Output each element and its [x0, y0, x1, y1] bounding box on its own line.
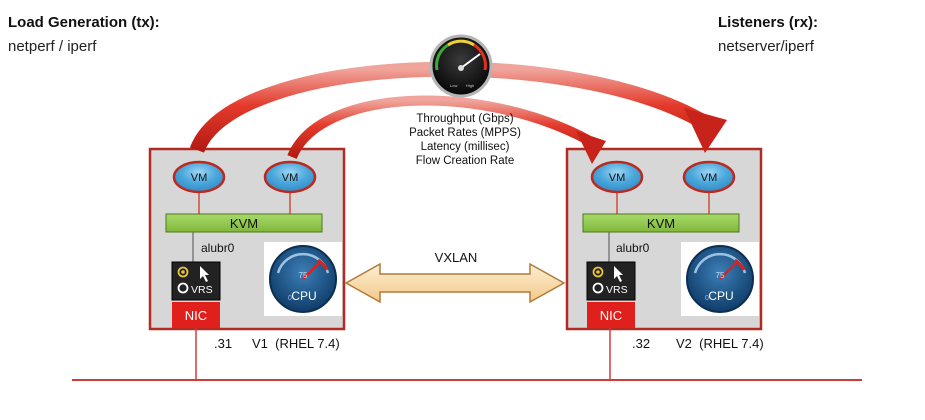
host-v1-vrs-label: VRS [191, 284, 213, 296]
host-v1-vm-1 [172, 160, 226, 194]
gauge-high-label: High [466, 83, 474, 88]
host-v2-vm-2 [682, 160, 736, 194]
host-v1-cpu-label: CPU [291, 289, 316, 303]
host-v1-vrs-switch: VRS [171, 261, 221, 301]
inner-flow-arrowhead [576, 131, 606, 164]
right-header-title: Listeners (rx): [718, 14, 819, 31]
host-v2-cpu-zero: 0 [705, 295, 709, 302]
speedometer-icon: Low High [429, 34, 493, 98]
host-v1-vm-2 [263, 160, 317, 194]
host-v2-vrs-switch: VRS [586, 261, 636, 301]
host-v2-vm-1-label: VM [609, 172, 626, 184]
host-v1-cpu-value: 75 [299, 271, 308, 280]
host-v2-cpu-label: CPU [708, 289, 733, 303]
vxlan-label: VXLAN [435, 250, 478, 265]
host-v2-vm-2-label: VM [701, 172, 718, 184]
outer-flow-arrow [189, 61, 704, 154]
host-v1-nic [172, 302, 220, 328]
left-header-title: Load Generation (tx): [8, 14, 160, 31]
gauge-low-label: Low [450, 83, 457, 88]
host-v1-cpu-gauge: 75 0 CPU [264, 242, 342, 316]
metric-latency: Latency (millisec) [420, 141, 510, 153]
outer-flow-arrowhead [684, 108, 727, 153]
metrics-list: Throughput (Gbps) Packet Rates (MPPS) La… [380, 112, 550, 168]
metric-packet-rates: Packet Rates (MPPS) [409, 127, 521, 139]
host-v1-bridge-label: alubr0 [201, 241, 235, 255]
host-v2-ip: .32 [632, 336, 651, 351]
host-v1-kvm-bar [165, 213, 323, 233]
cursor-icon [614, 266, 623, 282]
host-v2-nic [587, 302, 635, 328]
metric-throughput: Throughput (Gbps) [416, 113, 514, 125]
cursor-icon [200, 266, 209, 282]
host-v1-cpu-zero: 0 [288, 295, 292, 302]
host-v2-cpu-value: 75 [716, 271, 725, 280]
host-v1-vm-2-label: VM [282, 172, 299, 184]
host-v2-vrs-label: VRS [606, 284, 628, 296]
host-v2-kvm-label: KVM [647, 216, 675, 231]
right-header-subtitle: netserver/iperf [718, 38, 814, 55]
inner-flow-arrow [287, 95, 591, 160]
host-v2-kvm-bar [582, 213, 740, 233]
host-v2-bridge-label: alubr0 [616, 241, 650, 255]
host-v1-ip: .31 [214, 336, 233, 351]
host-v1-name: V1 (RHEL 7.4) [252, 336, 340, 351]
host-v1-nic-label: NIC [185, 308, 207, 323]
host-v1-vm-1-label: VM [191, 172, 208, 184]
host-v2-vm-1 [590, 160, 644, 194]
metric-flow-creation: Flow Creation Rate [415, 155, 515, 167]
host-v2-nic-label: NIC [600, 308, 622, 323]
left-header-subtitle: netperf / iperf [8, 38, 97, 55]
host-v2-cpu-gauge: 75 0 CPU [681, 242, 759, 316]
vxlan-tunnel-arrow [344, 262, 566, 304]
host-v2-name: V2 (RHEL 7.4) [676, 336, 764, 351]
host-v1-kvm-label: KVM [230, 216, 258, 231]
